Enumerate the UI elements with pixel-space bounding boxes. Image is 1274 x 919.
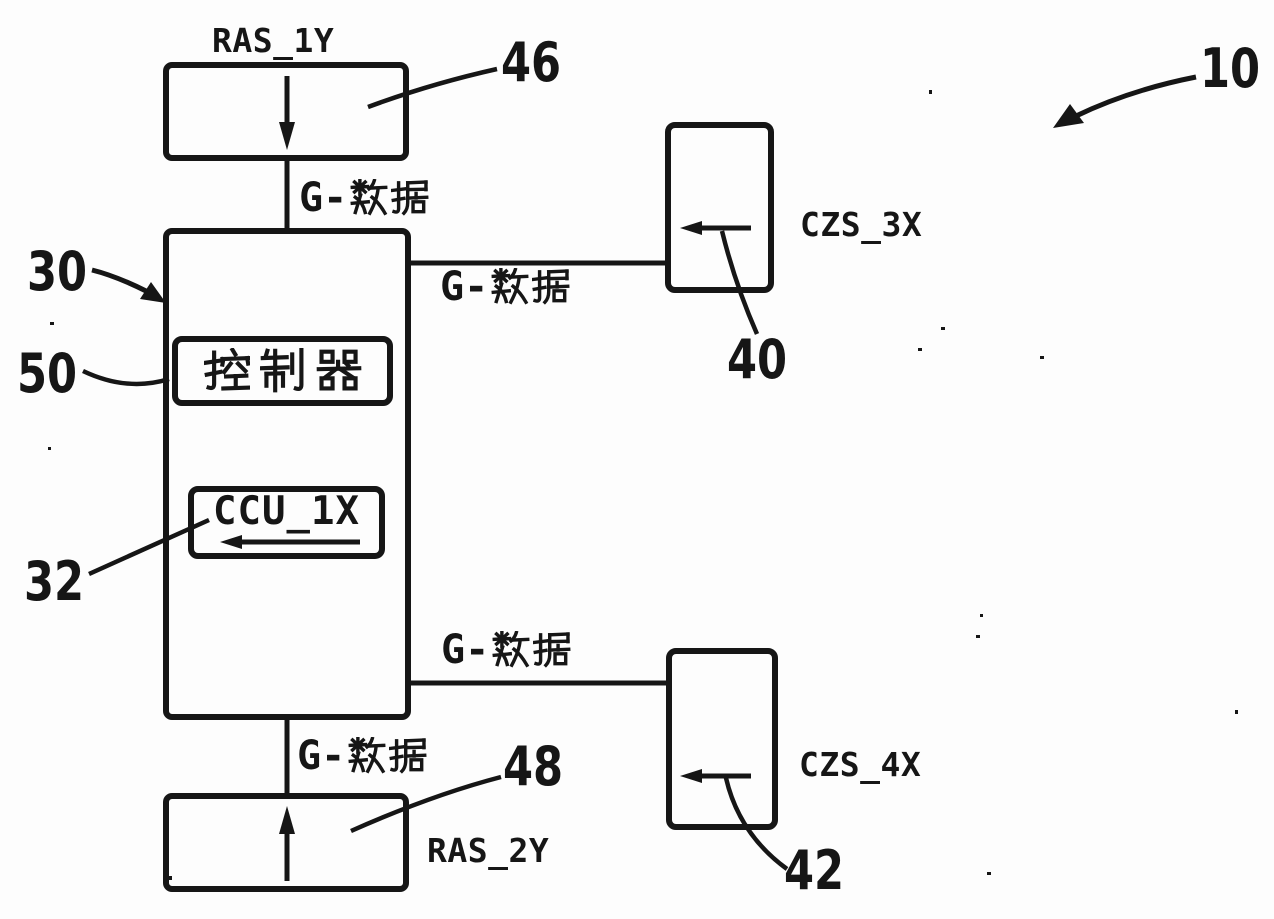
block-czs-3x bbox=[665, 122, 774, 293]
cjk-glyph bbox=[203, 348, 250, 391]
block-czs-4x bbox=[666, 648, 778, 830]
block-main-30 bbox=[163, 228, 411, 720]
cjk-glyph bbox=[259, 348, 303, 393]
label-ccu-1x: CCU_1X bbox=[213, 489, 360, 534]
label-czs-3x: CZS_3X bbox=[800, 205, 923, 244]
block-ras-2y bbox=[163, 793, 409, 892]
label-ras-1y: RAS_1Y bbox=[212, 21, 335, 60]
cjk-glyph bbox=[491, 268, 529, 305]
label-controller bbox=[172, 336, 393, 406]
cjk-glyph bbox=[348, 737, 386, 774]
g-data-label-right-lower: G- bbox=[441, 629, 571, 671]
latin-char: - bbox=[321, 733, 346, 779]
leader-30-arrow bbox=[91, 267, 166, 303]
ref-46: 46 bbox=[501, 31, 562, 94]
ref-48: 48 bbox=[503, 735, 564, 798]
latin-char: G bbox=[299, 175, 324, 221]
g-data-label-bottom: G- bbox=[297, 735, 427, 777]
cjk-glyph bbox=[316, 349, 361, 391]
leader-10-arrow bbox=[1053, 74, 1197, 128]
latin-char: G bbox=[297, 733, 322, 779]
latin-char: G bbox=[440, 264, 465, 310]
ref-42: 42 bbox=[784, 839, 845, 902]
label-ras-2y: RAS_2Y bbox=[427, 831, 550, 870]
ref-10: 10 bbox=[1200, 37, 1261, 100]
ref-30: 30 bbox=[27, 240, 88, 303]
cjk-glyph bbox=[350, 179, 388, 216]
leader-50 bbox=[82, 368, 170, 387]
ref-50: 50 bbox=[17, 342, 78, 405]
cjk-glyph bbox=[532, 269, 570, 305]
g-data-label-top: G- bbox=[299, 177, 429, 219]
block-ras-1y bbox=[163, 62, 409, 161]
latin-char: G bbox=[441, 627, 466, 673]
latin-char: - bbox=[465, 627, 490, 673]
cjk-glyph bbox=[391, 180, 429, 216]
block-controller bbox=[172, 336, 393, 406]
ref-32: 32 bbox=[24, 550, 85, 613]
latin-char: - bbox=[464, 264, 489, 310]
ref-40: 40 bbox=[727, 328, 788, 391]
cjk-glyph bbox=[389, 738, 427, 774]
cjk-glyph bbox=[492, 631, 530, 668]
g-data-label-right-upper: G- bbox=[440, 266, 570, 308]
label-czs-4x: CZS_4X bbox=[799, 745, 922, 784]
latin-char: - bbox=[323, 175, 348, 221]
cjk-glyph bbox=[533, 632, 571, 668]
